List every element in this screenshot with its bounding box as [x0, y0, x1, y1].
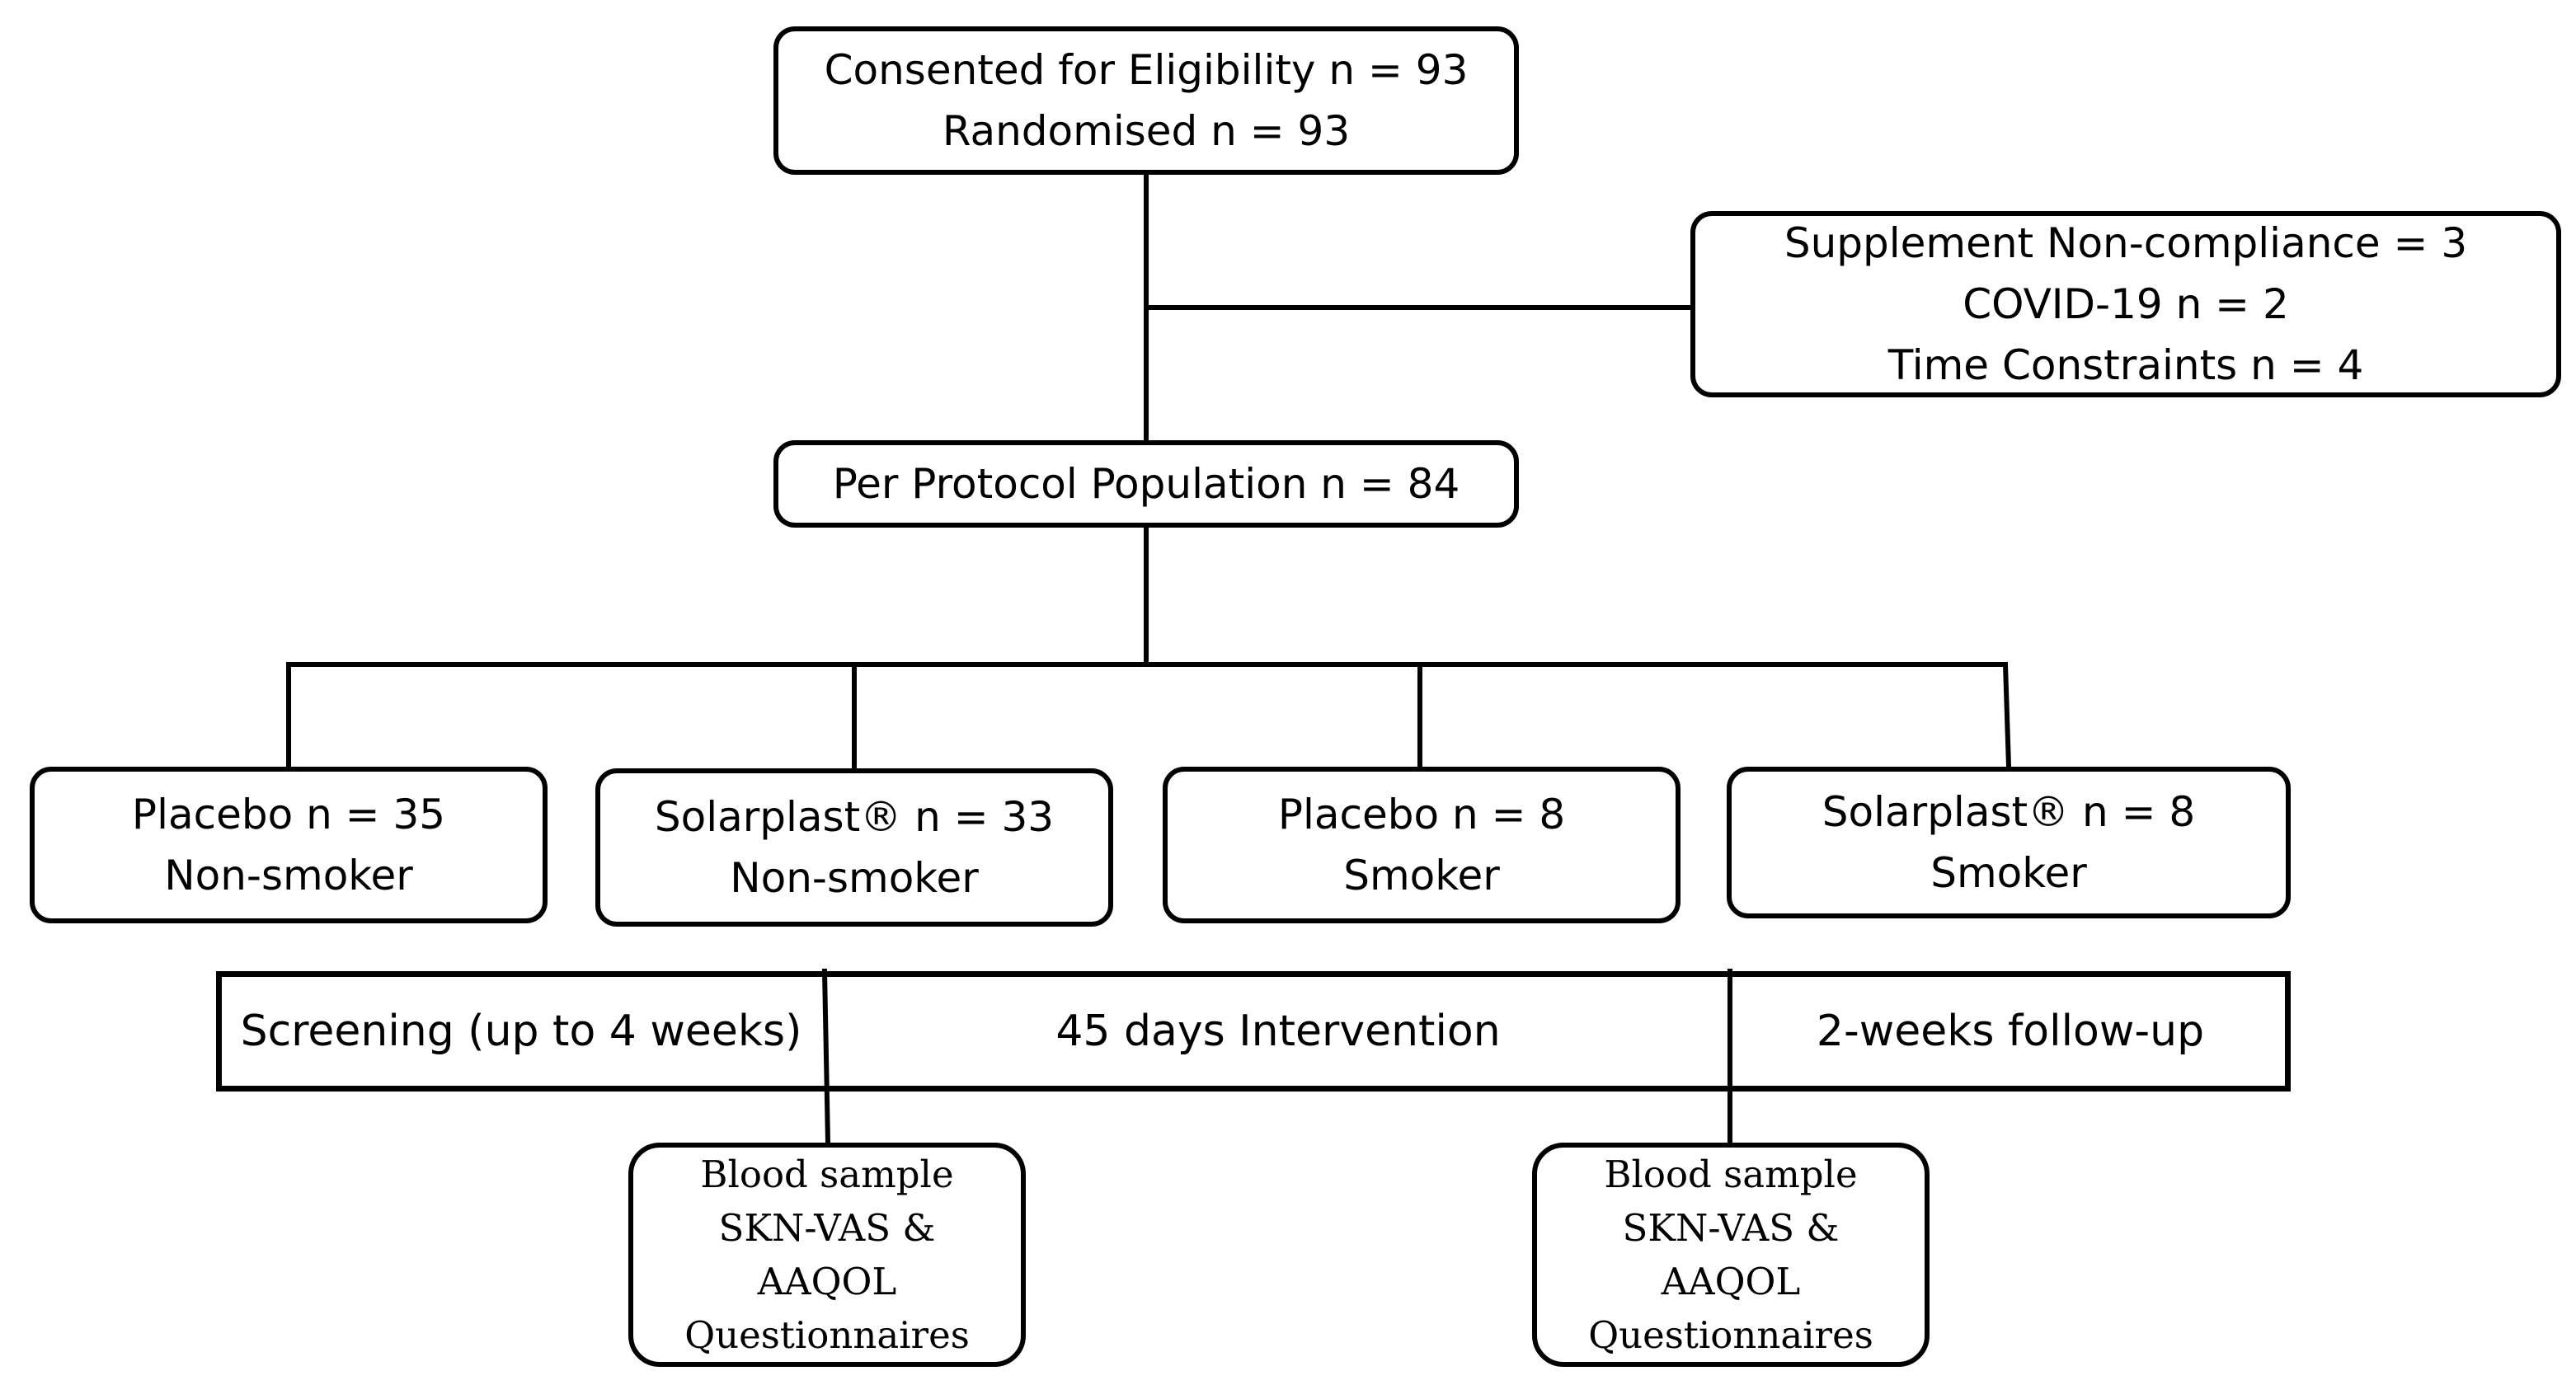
arm-box-solarplast-nonsmoker: Solarplast® n = 33 Non-smoker [595, 768, 1113, 927]
timeline-phase-screening: Screening (up to 4 weeks) [240, 1007, 802, 1056]
arm-group-label: Placebo n = 35 [131, 791, 446, 838]
assessment-line: Blood sample [1604, 1153, 1858, 1196]
assessment-line: SKN-VAS & [718, 1206, 936, 1250]
arm-group-label: Placebo n = 8 [1277, 791, 1566, 838]
arm-status-label: Smoker [1343, 852, 1500, 899]
assessment-box-baseline: Blood sample SKN-VAS & AAQOL Questionnai… [628, 1143, 1026, 1367]
timeline-phase-intervention: 45 days Intervention [1055, 1007, 1501, 1056]
arm-status-label: Non-smoker [730, 854, 979, 902]
arm-box-placebo-smoker: Placebo n = 8 Smoker [1163, 767, 1681, 923]
arm-group-label: Solarplast® n = 8 [1822, 788, 2196, 836]
arm-status-label: Smoker [1930, 849, 2087, 897]
assessment-line: AAQOL [1661, 1260, 1801, 1303]
assessment-line: Questionnaires [1588, 1313, 1873, 1357]
withdrawals-box: Supplement Non-compliance = 3 COVID-19 n… [1690, 211, 2561, 397]
arm-group-label: Solarplast® n = 33 [654, 793, 1055, 841]
connector-arm-4 [2002, 661, 2012, 770]
per-protocol-box: Per Protocol Population n = 84 [773, 440, 1519, 528]
timeline-phase-followup: 2-weeks follow-up [1816, 1007, 2205, 1056]
arm-box-placebo-nonsmoker: Placebo n = 35 Non-smoker [30, 767, 548, 923]
assessment-box-end: Blood sample SKN-VAS & AAQOL Questionnai… [1532, 1143, 1930, 1367]
consented-label: Consented for Eligibility n = 93 [824, 46, 1469, 94]
assessment-line: AAQOL [757, 1260, 897, 1303]
consented-randomised-box: Consented for Eligibility n = 93 Randomi… [773, 26, 1519, 175]
assessment-line: Questionnaires [684, 1313, 970, 1357]
timeline-divider-1 [821, 968, 831, 1146]
per-protocol-label: Per Protocol Population n = 84 [832, 460, 1460, 508]
assessment-line: SKN-VAS & [1622, 1206, 1840, 1250]
randomised-label: Randomised n = 93 [942, 107, 1351, 155]
study-timeline-bar [216, 971, 2291, 1092]
time-constraints-label: Time Constraints n = 4 [1887, 341, 2364, 389]
non-compliance-label: Supplement Non-compliance = 3 [1784, 219, 2468, 267]
assessment-line: Blood sample [700, 1153, 954, 1196]
arm-status-label: Non-smoker [164, 852, 413, 899]
covid-label: COVID-19 n = 2 [1963, 280, 2289, 328]
arm-box-solarplast-smoker: Solarplast® n = 8 Smoker [1727, 767, 2291, 918]
